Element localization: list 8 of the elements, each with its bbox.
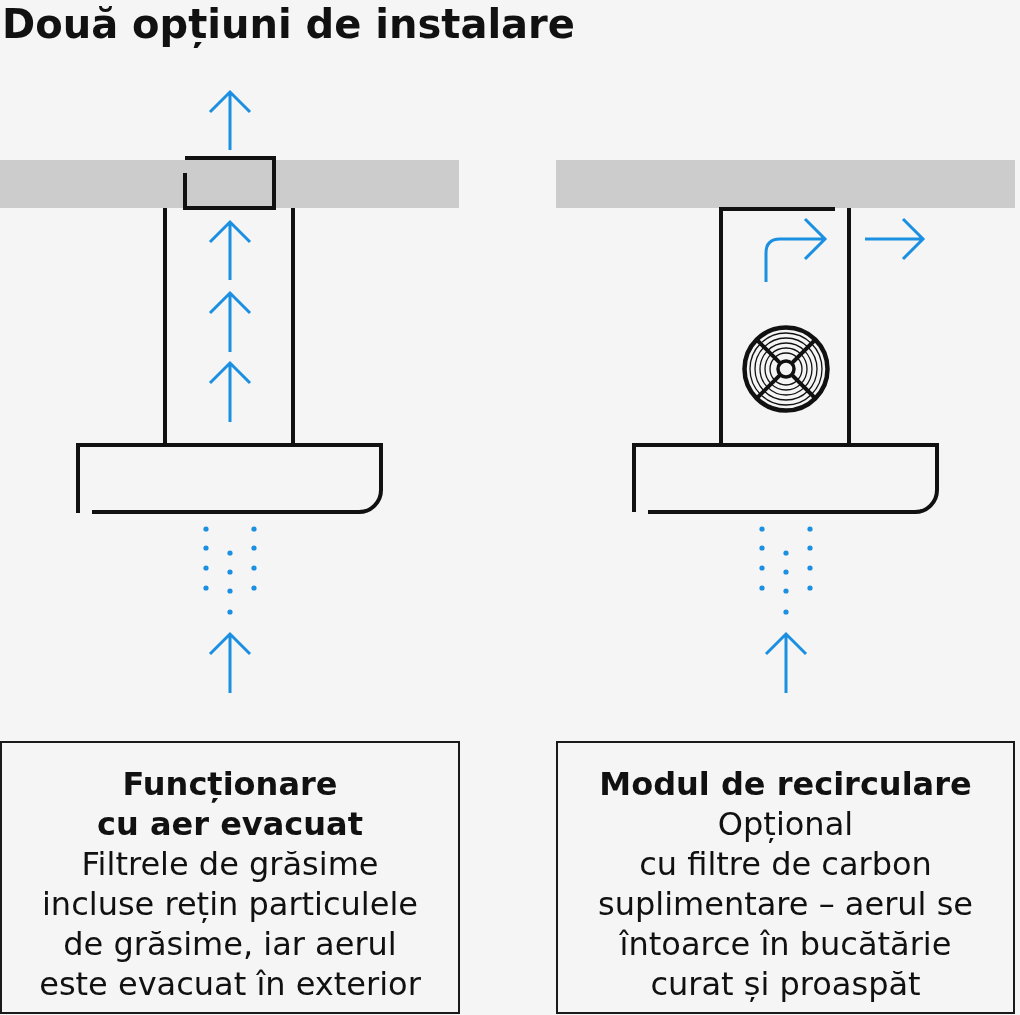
panel-heading: Modul de recirculare	[599, 764, 972, 804]
panel-text: cu filtre de carbon suplimentare – aerul se întoarce în bucătărie curat și proaspăt	[597, 844, 974, 1004]
text-panel	[0, 741, 460, 1014]
diagram-title: Două opțiuni de instalare	[2, 2, 575, 46]
text-panel	[556, 741, 1015, 1014]
panel-text: Filtrele de grăsime incluse rețin particulele de grăsime, iar aerul este evacuat în exterior	[38, 844, 422, 1004]
panel-heading: Funcționare cu aer evacuat	[97, 764, 363, 844]
panel-text: Opțional	[717, 804, 854, 844]
